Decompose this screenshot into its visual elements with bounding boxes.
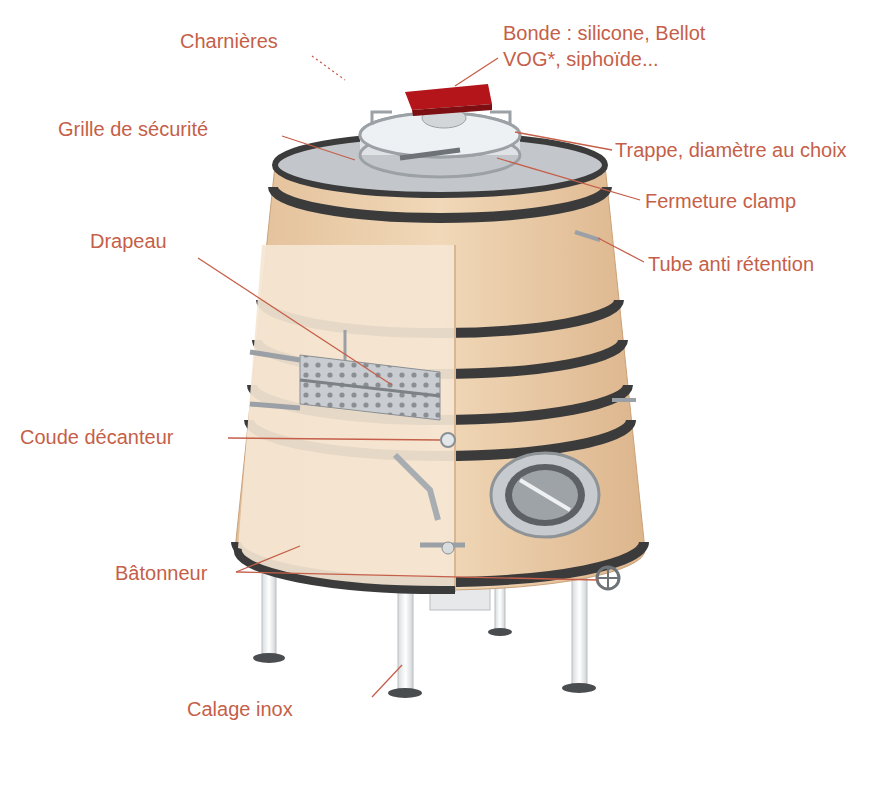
part-label: Tube anti rétention: [648, 251, 883, 277]
part-label: Fermeture clamp: [645, 188, 880, 214]
part-label: Coude décanteur: [20, 424, 230, 450]
part-label: Grille de sécurité: [58, 116, 278, 142]
part-label: Bonde : silicone, Bellot VOG*, siphoïde.…: [503, 20, 753, 72]
part-label: Charnières: [180, 28, 320, 54]
part-label: Bâtonneur: [115, 560, 245, 586]
part-label: Drapeau: [90, 228, 210, 254]
part-label: Calage inox: [187, 696, 367, 722]
part-label: Trappe, diamètre au choix: [615, 137, 880, 163]
